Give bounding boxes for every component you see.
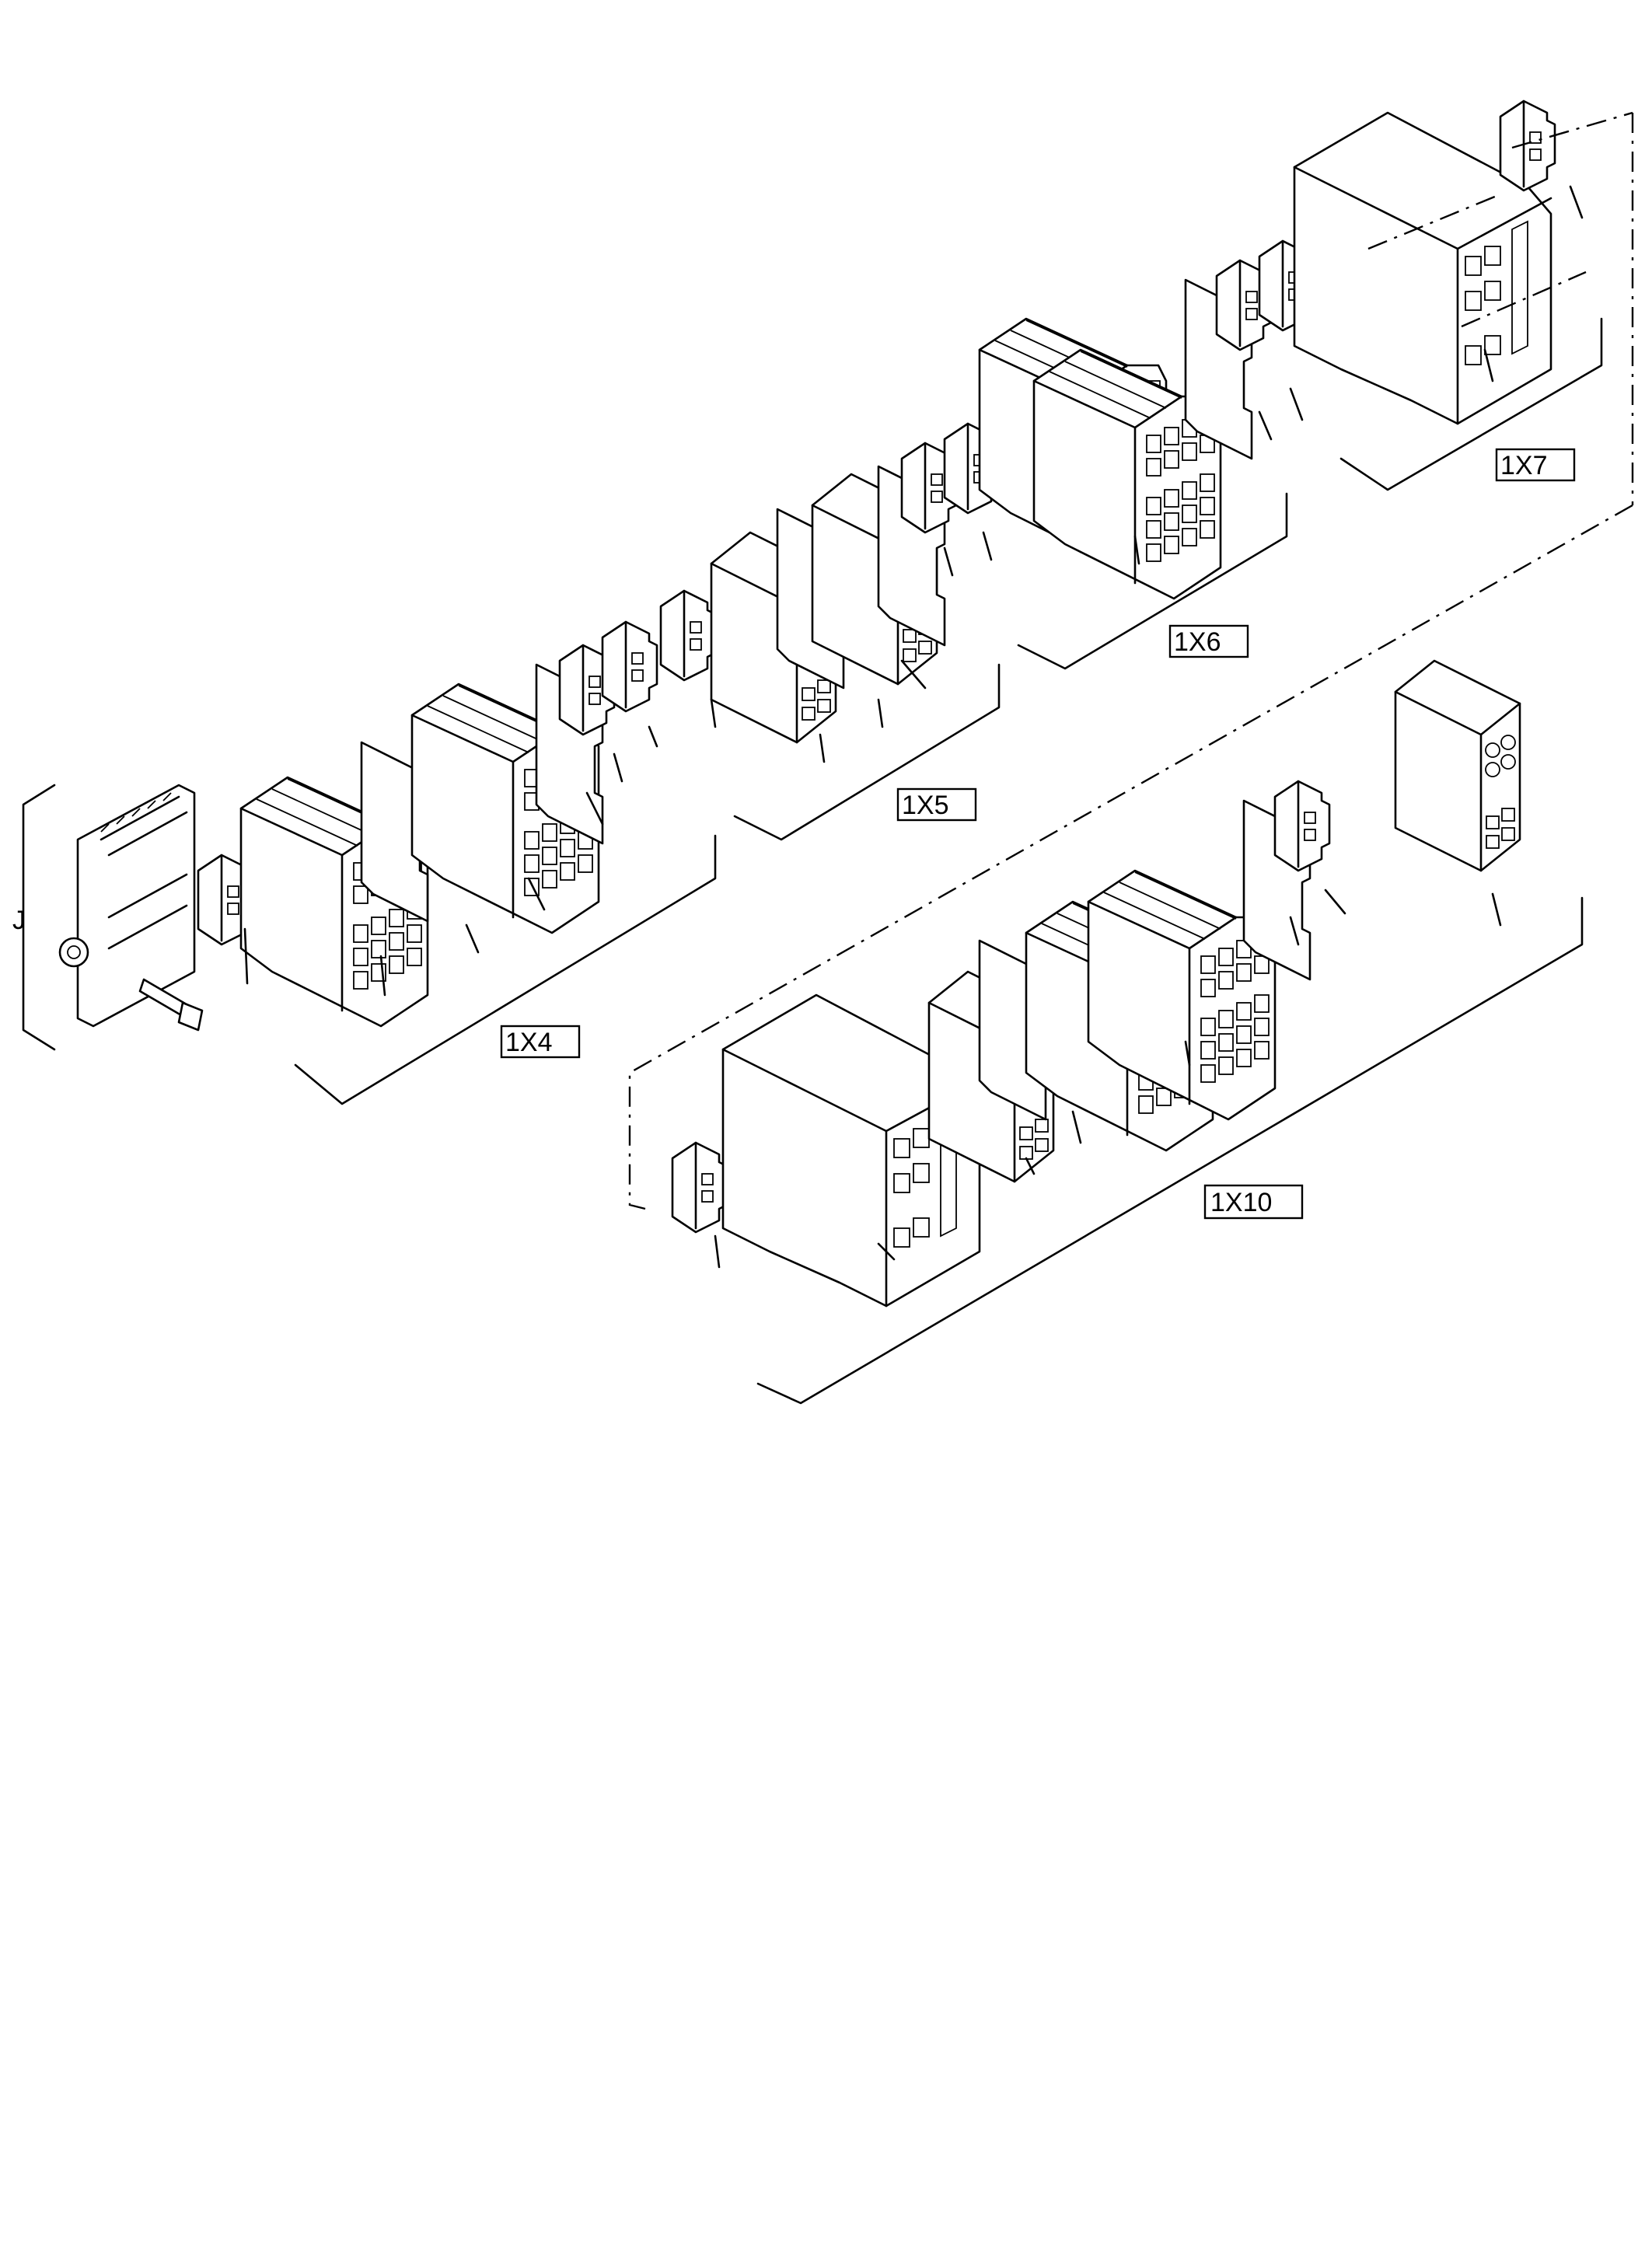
- group-1x7: 1X7: [1293, 100, 1634, 505]
- label-1x6: 1X6: [1174, 627, 1221, 657]
- label-1x7: 1X7: [1500, 451, 1548, 480]
- label-box-1x6: [1168, 624, 1249, 658]
- connector-line: [628, 504, 1633, 1210]
- group-1x10: 1X10: [671, 659, 1584, 1405]
- label-box-1x10: [1203, 1184, 1304, 1220]
- label-1x4: 1X4: [505, 1028, 553, 1057]
- label-j: J: [12, 906, 26, 935]
- group-1x5: 1X5: [659, 422, 1001, 841]
- label-box-1x7: [1495, 448, 1576, 482]
- label-box-1x5: [896, 787, 977, 822]
- label-1x10: 1X10: [1210, 1188, 1272, 1217]
- label-1x5: 1X5: [902, 791, 949, 820]
- label-box-1x4: [500, 1025, 581, 1059]
- group-1x4: 1X4: [197, 620, 717, 1105]
- din-rail-assembly: J: [12, 784, 204, 1051]
- group-1x6: 1X6: [978, 239, 1315, 670]
